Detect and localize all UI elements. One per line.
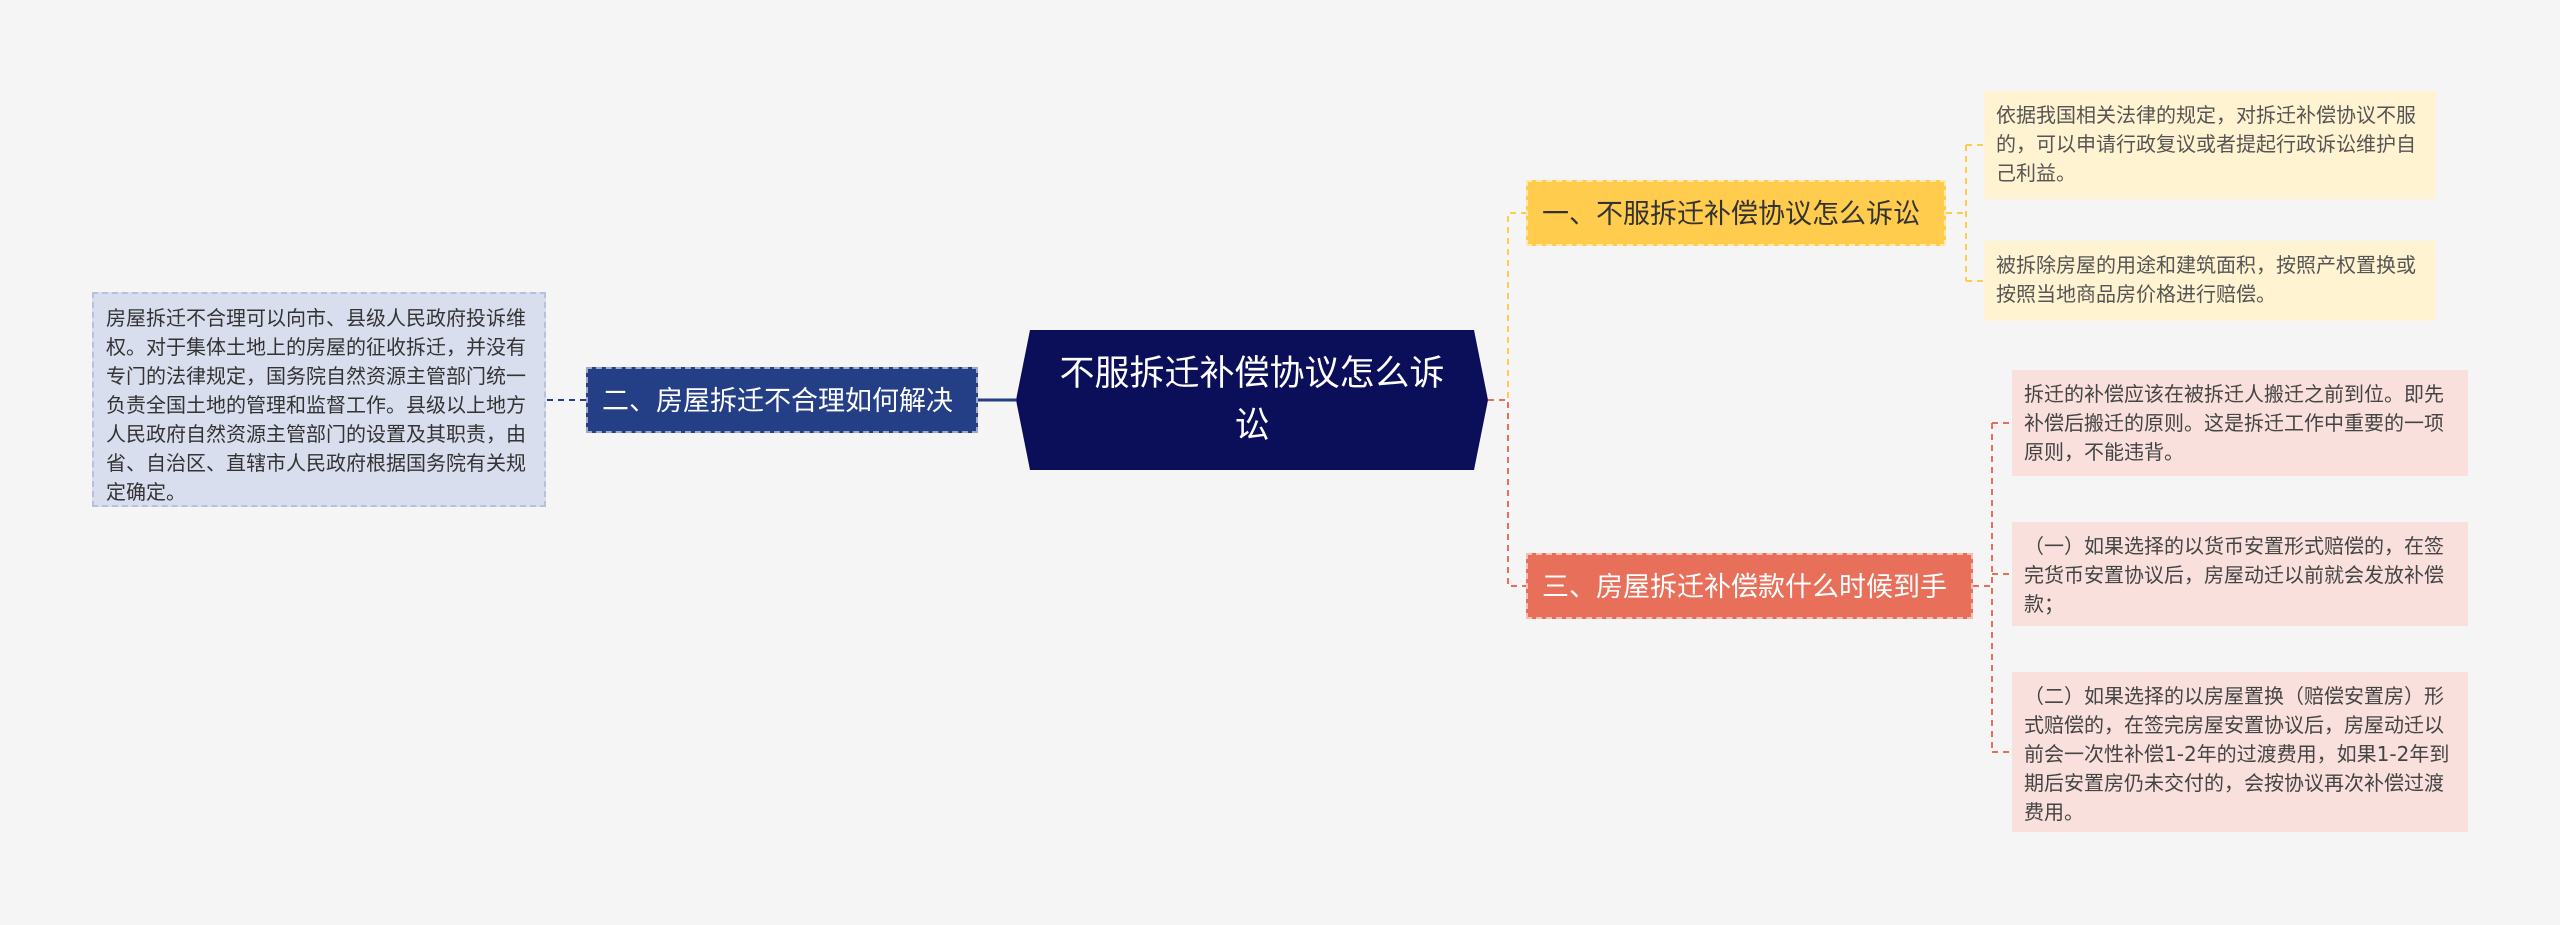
link-branch1-leaves — [1946, 144, 1984, 282]
link-center-branch3 — [1488, 399, 1526, 587]
branch-3-label: 三、房屋拆迁补偿款什么时候到手 — [1542, 572, 1947, 603]
branch-1-label: 一、不服拆迁补偿协议怎么诉讼 — [1542, 199, 1920, 230]
leaf-2-1-text: 房屋拆迁不合理可以向市、县级人民政府投诉维权。对于集体土地上的房屋的征收拆迁，并… — [106, 306, 526, 504]
leaf-1-1[interactable]: 依据我国相关法律的规定，对拆迁补偿协议不服的，可以申请行政复议或者提起行政诉讼维… — [1984, 91, 2436, 199]
central-topic-shape — [1016, 330, 1488, 470]
leaf-3-1-text: 拆迁的补偿应该在被拆迁人搬迁之前到位。即先补偿后搬迁的原则。这是拆迁工作中重要的… — [2024, 382, 2444, 464]
leaf-3-1[interactable]: 拆迁的补偿应该在被拆迁人搬迁之前到位。即先补偿后搬迁的原则。这是拆迁工作中重要的… — [2012, 370, 2468, 476]
leaf-1-2-text: 被拆除房屋的用途和建筑面积，按照产权置换或按照当地商品房价格进行赔偿。 — [1996, 253, 2416, 306]
branch-2[interactable]: 二、房屋拆迁不合理如何解决 — [586, 367, 978, 433]
central-topic[interactable]: 不服拆迁补偿协议怎么诉讼 — [1016, 330, 1488, 470]
link-center-branch1 — [1488, 212, 1526, 401]
branch-1[interactable]: 一、不服拆迁补偿协议怎么诉讼 — [1526, 180, 1946, 246]
leaf-3-3[interactable]: （二）如果选择的以房屋置换（赔偿安置房）形式赔偿的，在签完房屋安置协议后，房屋动… — [2012, 672, 2468, 832]
branch-2-label: 二、房屋拆迁不合理如何解决 — [602, 386, 953, 417]
leaf-1-2[interactable]: 被拆除房屋的用途和建筑面积，按照产权置换或按照当地商品房价格进行赔偿。 — [1984, 241, 2436, 321]
leaf-1-1-text: 依据我国相关法律的规定，对拆迁补偿协议不服的，可以申请行政复议或者提起行政诉讼维… — [1996, 103, 2416, 185]
leaf-3-3-text: （二）如果选择的以房屋置换（赔偿安置房）形式赔偿的，在签完房屋安置协议后，房屋动… — [2024, 684, 2450, 824]
link-branch3-leaves — [1973, 422, 2012, 753]
central-topic-label: 不服拆迁补偿协议怎么诉讼 — [1059, 354, 1445, 446]
branch-3[interactable]: 三、房屋拆迁补偿款什么时候到手 — [1526, 553, 1973, 619]
leaf-3-2[interactable]: （一）如果选择的以货币安置形式赔偿的，在签完货币安置协议后，房屋动迁以前就会发放… — [2012, 522, 2468, 626]
leaf-3-2-text: （一）如果选择的以货币安置形式赔偿的，在签完货币安置协议后，房屋动迁以前就会发放… — [2024, 534, 2444, 616]
leaf-2-1[interactable]: 房屋拆迁不合理可以向市、县级人民政府投诉维权。对于集体土地上的房屋的征收拆迁，并… — [92, 292, 546, 507]
